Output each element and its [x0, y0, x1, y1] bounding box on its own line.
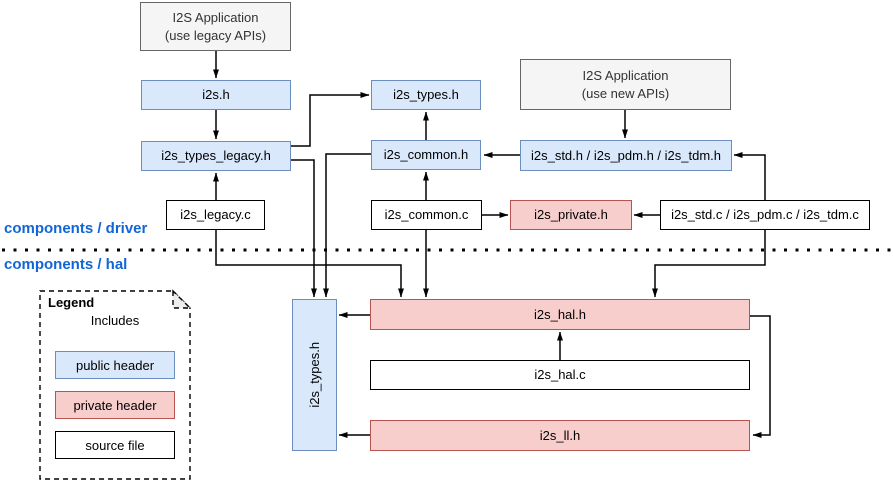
node-i2s-application-legacy: I2S Application (use legacy APIs)	[140, 2, 291, 51]
node-i2s-common-c: i2s_common.c	[371, 200, 482, 230]
node-i2s-std-pdm-tdm-c: i2s_std.c / i2s_pdm.c / i2s_tdm.c	[660, 200, 870, 230]
node-i2s-types-h-hal: i2s_types.h	[292, 299, 337, 451]
node-i2s-hal-c: i2s_hal.c	[370, 360, 750, 390]
section-label-components-hal: components / hal	[4, 256, 128, 273]
arrow-std-c-to-std-h	[733, 152, 766, 200]
node-i2s-hal-h: i2s_hal.h	[370, 299, 750, 330]
arrow-hal-h-to-ll-h	[750, 315, 771, 438]
node-i2s-common-h: i2s_common.h	[371, 140, 481, 170]
node-i2s-legacy-c: i2s_legacy.c	[166, 200, 265, 230]
legend-item-source-file: source file	[55, 431, 175, 459]
section-label-components-driver: components / driver	[4, 220, 148, 237]
node-i2s-types-legacy-h: i2s_types_legacy.h	[141, 141, 291, 171]
node-i2s-application-new: I2S Application (use new APIs)	[520, 59, 731, 110]
node-i2s-types-h: i2s_types.h	[371, 80, 481, 110]
legend-title: Legend	[48, 295, 95, 310]
arrow-types-legacy-to-hal-types	[291, 159, 317, 298]
node-i2s-private-h: i2s_private.h	[510, 200, 632, 230]
node-i2s-std-pdm-tdm-h: i2s_std.h / i2s_pdm.h / i2s_tdm.h	[520, 140, 732, 171]
legend-item-private-header: private header	[55, 391, 175, 419]
arrow-legacy-c-to-hal-h	[215, 230, 404, 298]
node-i2s-types-h-hal-label: i2s_types.h	[306, 342, 322, 408]
legend: Legend Includes public header private he…	[40, 291, 190, 479]
node-i2s-ll-h: i2s_ll.h	[370, 420, 750, 451]
arrow-types-legacy-to-i2s-types	[291, 92, 370, 147]
legend-includes-label: Includes	[90, 313, 140, 328]
arrow-std-c-to-hal-h	[652, 230, 766, 298]
node-i2s-h: i2s.h	[141, 80, 291, 110]
legend-item-public-header: public header	[55, 351, 175, 379]
arrow-common-h-to-hal-types	[323, 153, 371, 298]
